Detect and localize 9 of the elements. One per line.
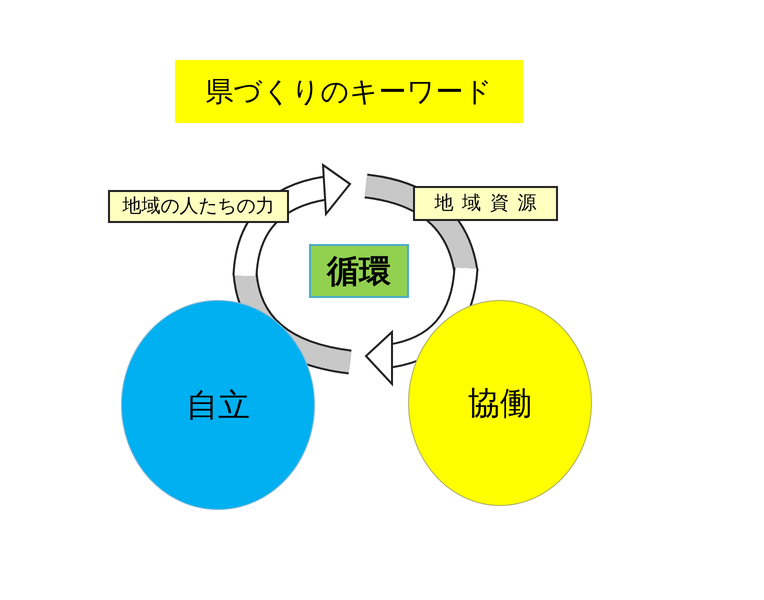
title: 県づくりのキーワード bbox=[206, 74, 492, 110]
node-text: 協働 bbox=[468, 383, 532, 424]
node-text: 循環 bbox=[327, 251, 391, 292]
label-box bbox=[108, 190, 289, 223]
node-text: 自立 bbox=[186, 385, 250, 426]
node-text: 地域資源 bbox=[434, 191, 545, 216]
node-text: 地域の人たちの力 bbox=[122, 194, 274, 220]
center-box bbox=[309, 244, 409, 298]
label-box bbox=[413, 186, 558, 221]
